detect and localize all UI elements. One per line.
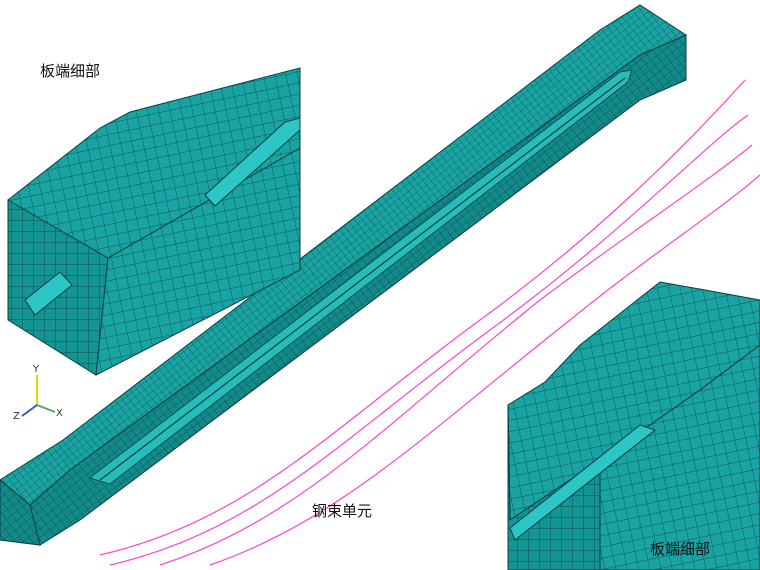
axis-x-label: X: [56, 408, 63, 419]
tendon-lines: [99, 79, 760, 566]
main-beam-end-face: [0, 479, 41, 546]
main-beam-groove: [89, 69, 633, 485]
axis-z-line: [21, 404, 38, 417]
detail-br-slot: [509, 424, 657, 541]
axis-z-label: Z: [13, 411, 20, 422]
label-detail-top-left: 板端细部: [40, 62, 101, 80]
tendon-2: [109, 114, 749, 566]
main-beam-groove-edge: [99, 77, 626, 481]
tendon-1: [99, 79, 746, 556]
axis-triad: Y X Z: [13, 364, 63, 422]
tendon-4: [209, 174, 760, 566]
axis-x-line: [36, 404, 56, 413]
detail-top-left-mesh: [7, 67, 301, 376]
label-tendon-elements: 钢束单元: [312, 502, 373, 520]
tendon-3: [159, 144, 753, 566]
axis-y-label: Y: [32, 364, 40, 375]
detail-tl-slot: [204, 117, 301, 207]
detail-tl-hole: [24, 271, 73, 316]
detail-br-front-face: [507, 404, 601, 570]
detail-bottom-right-mesh: [507, 281, 760, 570]
main-beam-mesh: [0, 4, 688, 546]
label-detail-bottom-right: 板端细部: [650, 540, 711, 558]
